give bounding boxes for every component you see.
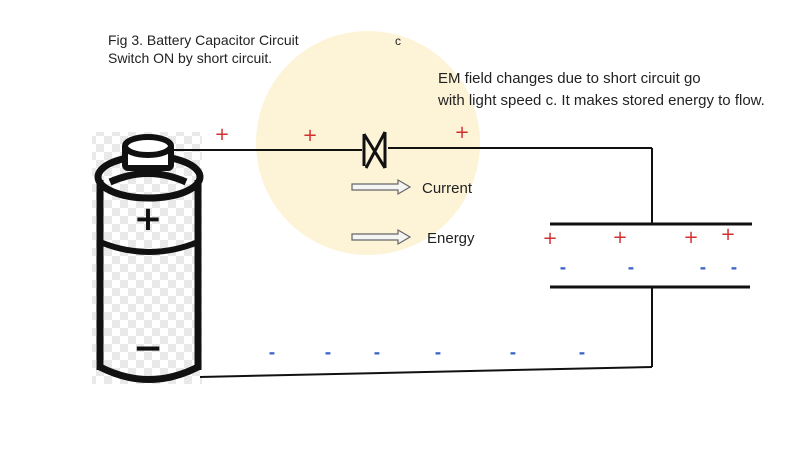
charge-positive-top-3: + bbox=[454, 122, 470, 143]
charge-negative-wire-6: - bbox=[578, 343, 586, 362]
energy-label: Energy bbox=[427, 230, 475, 247]
switch-icon bbox=[362, 131, 387, 169]
energy-arrow-icon bbox=[351, 228, 412, 246]
charge-negative-cap-3: - bbox=[699, 258, 707, 277]
charge-negative-cap-2: - bbox=[627, 258, 635, 277]
charge-positive-cap-4: + bbox=[720, 224, 736, 245]
charge-positive-cap-3: + bbox=[683, 227, 699, 248]
charge-negative-wire-5: - bbox=[509, 343, 517, 362]
figure-caption-line2: Switch ON by short circuit. bbox=[108, 50, 273, 66]
em-note-line2: with light speed c. It makes stored ener… bbox=[438, 92, 765, 109]
charge-positive-cap-2: + bbox=[612, 227, 628, 248]
battery-icon bbox=[94, 134, 204, 383]
speed-c-label: c bbox=[395, 34, 401, 48]
charge-positive-top-2: + bbox=[302, 125, 318, 146]
battery-plus-label: + bbox=[133, 199, 163, 239]
charge-negative-wire-4: - bbox=[434, 343, 442, 362]
charge-negative-wire-2: - bbox=[324, 343, 332, 362]
charge-negative-wire-3: - bbox=[373, 343, 381, 362]
charge-positive-top-1: + bbox=[214, 124, 230, 145]
current-label: Current bbox=[422, 180, 473, 197]
em-note-line1: EM field changes due to short circuit go bbox=[438, 70, 701, 87]
charge-positive-cap-1: + bbox=[542, 228, 558, 249]
charge-negative-cap-1: - bbox=[559, 258, 567, 277]
current-arrow-icon bbox=[351, 178, 412, 196]
charge-negative-cap-4: - bbox=[730, 258, 738, 277]
bottom-wire bbox=[199, 366, 653, 378]
figure-caption-line1: Fig 3. Battery Capacitor Circuit bbox=[108, 32, 299, 48]
battery-minus-label: − bbox=[132, 328, 164, 369]
charge-negative-wire-1: - bbox=[268, 343, 276, 362]
